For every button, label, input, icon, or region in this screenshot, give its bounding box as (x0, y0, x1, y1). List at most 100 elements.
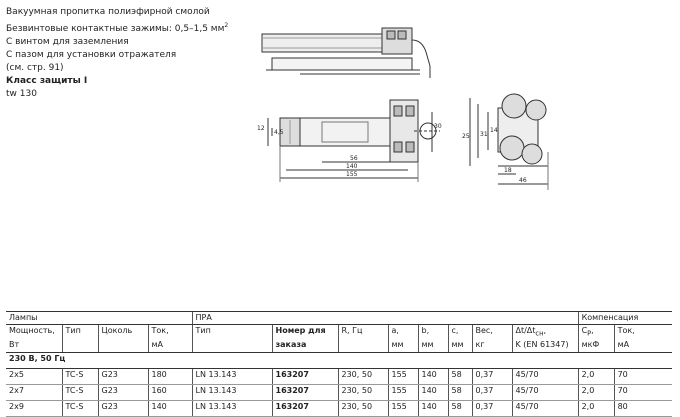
ballast-top-view (261, 27, 431, 78)
dim-label-155: 155 (346, 171, 358, 178)
hdr-weight: Вес, (471, 324, 512, 339)
cell-delta-t: 45/70 (511, 400, 579, 417)
cell-voltage-freq: 230, 50 (337, 384, 388, 401)
group-compensation: Компенсация (577, 311, 673, 325)
cell-c: 58 (447, 400, 472, 417)
cell-power: 2x5 (6, 368, 62, 385)
hdr-delta-t: Δt/Δtсн, (511, 324, 579, 339)
cell-b: 140 (417, 368, 448, 385)
hdr-delta-t-sub: сн (535, 329, 544, 338)
cell-base: G23 (97, 384, 148, 401)
cell-order-number: 163207 (271, 400, 338, 417)
unit-capacitance: мкФ (577, 338, 615, 353)
unit-voltage-freq (337, 338, 388, 353)
cell-weight: 0,37 (471, 400, 512, 417)
cell-weight: 0,37 (471, 368, 512, 385)
dim-label-14: 14 (490, 127, 498, 134)
unit-comp-current: мА (613, 338, 673, 353)
dim-label-18: 18 (504, 167, 512, 174)
dim-label-140: 140 (346, 163, 358, 170)
unit-power: Вт (6, 338, 62, 353)
section-row: 230 В, 50 Гц (6, 352, 673, 369)
unit-b: мм (417, 338, 448, 353)
technical-drawing: 12 4,5 56 140 155 30 25 31 14 18 46 (257, 27, 549, 190)
cell-a: 155 (387, 384, 418, 401)
table-group-header: Лампы ПРА Компенсация (6, 311, 673, 325)
cell-comp-current: 70 (613, 368, 673, 385)
cell-base: G23 (97, 400, 148, 417)
unit-lamp-current: мА (147, 338, 192, 353)
unit-weight: кг (471, 338, 512, 353)
dim-label-46: 46 (519, 177, 527, 184)
note-grounding: С винтом для заземления (6, 37, 129, 47)
hdr-capacitance-text: C (581, 326, 588, 335)
cell-base: G23 (97, 368, 148, 385)
cell-ballast-type: LN 13.143 (191, 368, 272, 385)
hdr-capacitance: CP, (577, 324, 615, 339)
hdr-power: Мощность, (9, 326, 55, 335)
table-row: 2x9 TC-S G23 140 LN 13.143 163207 230, 5… (6, 400, 673, 417)
hdr-lamp-current: Ток, (147, 324, 192, 339)
hdr-lamp-type: Тип (61, 324, 98, 339)
cell-lamp-current: 140 (147, 400, 192, 417)
hdr-delta-t-text: Δt/Δt (515, 326, 536, 335)
note-reflector-slot: С пазом для установки отражателя (6, 50, 177, 60)
cell-b: 140 (417, 400, 448, 417)
cell-b: 140 (417, 384, 448, 401)
unit-c: мм (447, 338, 472, 353)
section-label: 230 В, 50 Гц (6, 352, 673, 369)
ballast-side-view (469, 93, 549, 190)
cell-lamp-current: 180 (147, 368, 192, 385)
dim-label-30: 30 (434, 123, 442, 130)
cell-c: 58 (447, 368, 472, 385)
dim-label-56: 56 (350, 155, 358, 162)
group-ballast: ПРА (191, 311, 579, 325)
cell-ballast-type: LN 13.143 (191, 384, 272, 401)
hdr-delta-t-comma: , (543, 326, 546, 335)
hdr-a: a, (387, 324, 418, 339)
cell-a: 155 (387, 368, 418, 385)
cell-capacitance: 2,0 (577, 384, 615, 401)
hdr-capacitance-sub: P (587, 329, 592, 338)
unit-order-number: заказа (271, 338, 338, 353)
hdr-c: c, (447, 324, 472, 339)
unit-ballast-type (191, 338, 272, 353)
cell-lamp-type: TC-S (61, 368, 98, 385)
unit-delta-t: K (EN 61347) (511, 338, 579, 353)
hdr-b: b, (417, 324, 448, 339)
dim-label-25: 25 (462, 133, 470, 140)
cell-voltage-freq: 230, 50 (337, 368, 388, 385)
cell-a: 155 (387, 400, 418, 417)
table-header-row: Мощность, Тип Цоколь Ток, Тип Номер для … (6, 324, 673, 339)
dim-label-4-5: 4,5 (274, 129, 284, 136)
group-lamps: Лампы (6, 311, 192, 325)
cell-ballast-type: LN 13.143 (191, 400, 272, 417)
cell-order-number: 163207 (271, 368, 338, 385)
table-row: 2x5 TC-S G23 180 LN 13.143 163207 230, 5… (6, 368, 673, 385)
table-row: 2x7 TC-S G23 160 LN 13.143 163207 230, 5… (6, 384, 673, 401)
cell-comp-current: 80 (613, 400, 673, 417)
table-units-row: Вт мА заказа мм мм мм кг K (EN 61347) мк… (6, 338, 673, 353)
cell-capacitance: 2,0 (577, 400, 615, 417)
cell-comp-current: 70 (613, 384, 673, 401)
cell-lamp-current: 160 (147, 384, 192, 401)
product-notes: Вакуумная пропитка полиэфирной смолой Бе… (6, 6, 228, 101)
cell-voltage-freq: 230, 50 (337, 400, 388, 417)
dim-label-31: 31 (480, 131, 488, 138)
note-terminals-sup: 2 (224, 22, 229, 29)
unit-base (97, 338, 148, 353)
cell-power: 2x9 (6, 400, 62, 417)
unit-lamp-type (61, 338, 98, 353)
cell-capacitance: 2,0 (577, 368, 615, 385)
note-page-ref: (см. стр. 91) (6, 63, 64, 73)
cell-order-number: 163207 (271, 384, 338, 401)
dim-label-12: 12 (257, 125, 265, 132)
note-tw: tw 130 (6, 89, 37, 99)
hdr-comp-current: Ток, (613, 324, 673, 339)
cell-c: 58 (447, 384, 472, 401)
ballast-front-view (267, 99, 440, 182)
note-terminals: Безвинтовые контактные зажимы: 0,5–1,5 м… (6, 19, 228, 36)
cell-weight: 0,37 (471, 384, 512, 401)
cell-delta-t: 45/70 (511, 384, 579, 401)
hdr-ballast-type: Тип (191, 324, 272, 339)
